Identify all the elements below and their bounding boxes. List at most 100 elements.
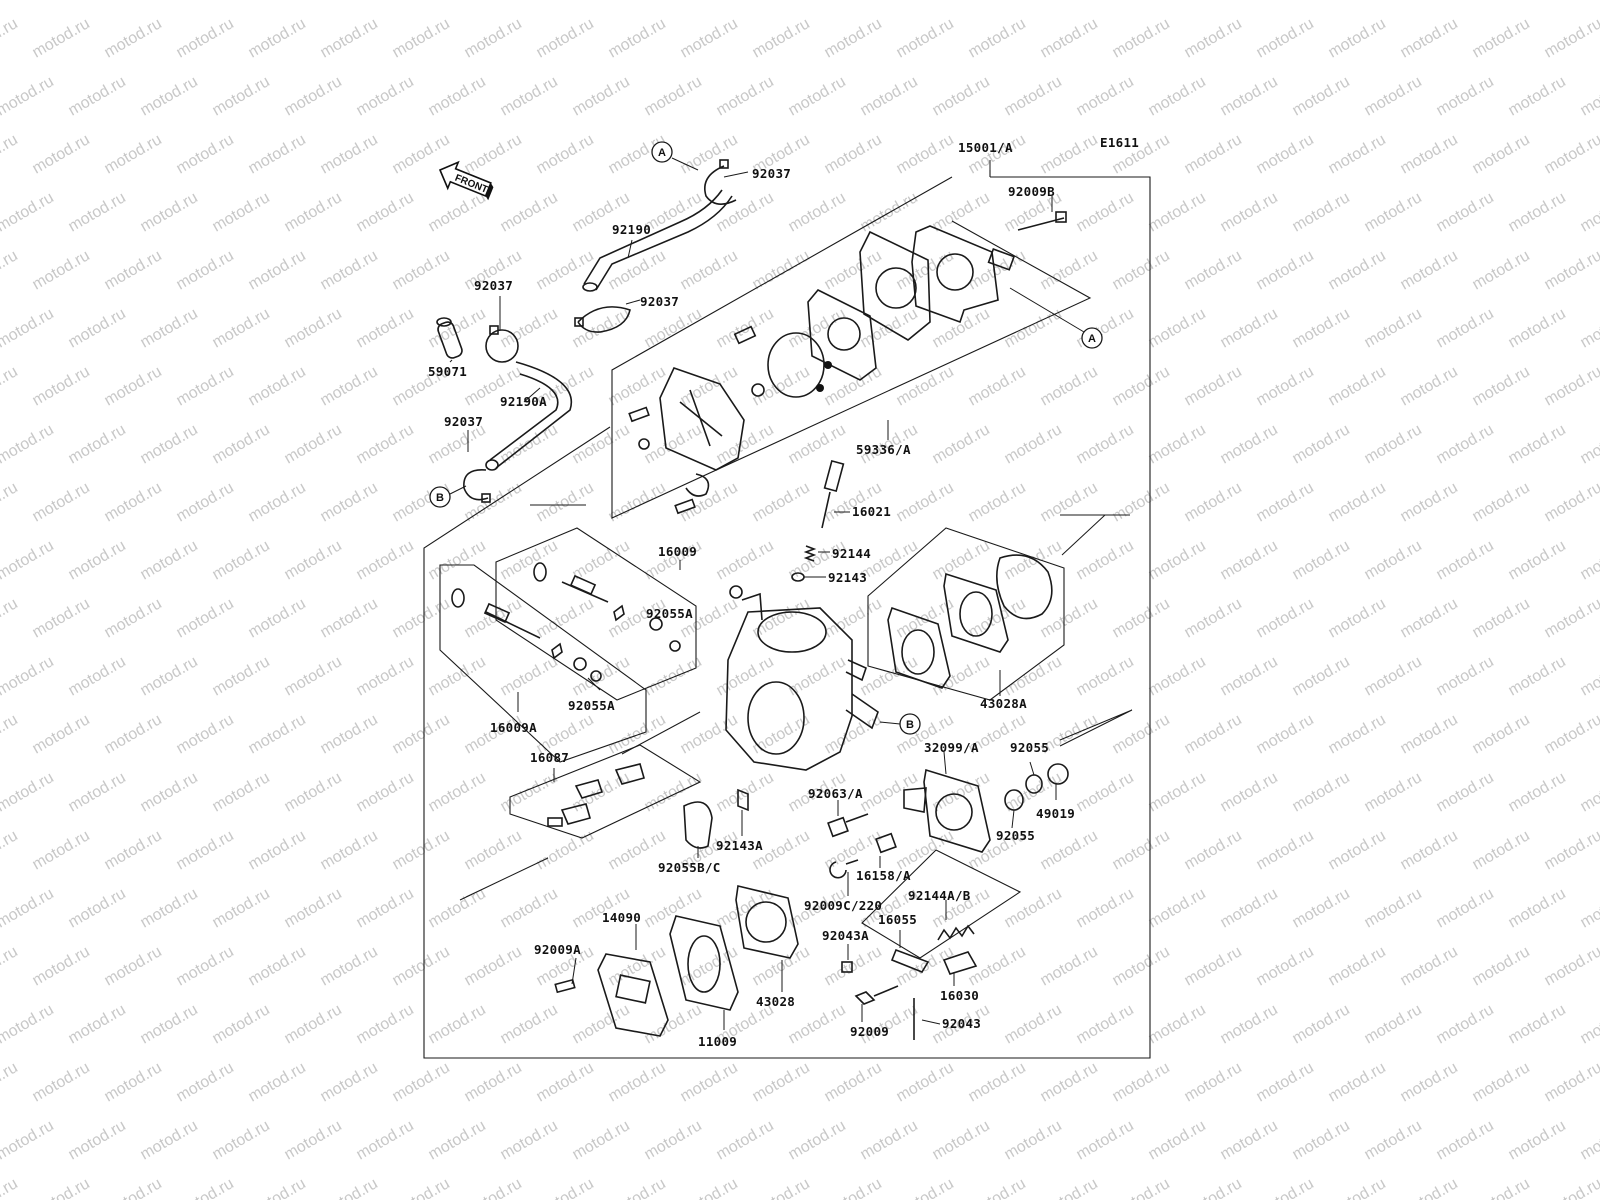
part-label-16009: 16009 bbox=[658, 544, 697, 559]
watermark-text: motod.ru bbox=[750, 363, 813, 409]
watermark-text: motod.ru bbox=[534, 479, 597, 525]
watermark-text: motod.ru bbox=[1434, 653, 1497, 699]
watermark-text: motod.ru bbox=[498, 189, 561, 235]
watermark-text: motod.ru bbox=[1146, 1117, 1209, 1163]
watermark-text: motod.ru bbox=[894, 15, 957, 61]
watermark-text: motod.ru bbox=[1182, 827, 1245, 873]
watermark-text: motod.ru bbox=[498, 537, 561, 583]
watermark-text: motod.ru bbox=[966, 595, 1029, 641]
watermark-text: motod.ru bbox=[30, 1059, 93, 1105]
watermark-text: motod.ru bbox=[894, 363, 957, 409]
watermark-text: motod.ru bbox=[534, 595, 597, 641]
watermark-text: motod.ru bbox=[1254, 1175, 1317, 1200]
watermark-text: motod.ru bbox=[210, 0, 273, 3]
fitting-59071 bbox=[436, 317, 463, 359]
watermark-text: motod.ru bbox=[714, 1117, 777, 1163]
watermark-text: motod.ru bbox=[1398, 595, 1461, 641]
watermark-text: motod.ru bbox=[354, 1001, 417, 1047]
watermark-text: motod.ru bbox=[1218, 885, 1281, 931]
watermark-text: motod.ru bbox=[174, 247, 237, 293]
watermark-text: motod.ru bbox=[30, 711, 93, 757]
watermark-text: motod.ru bbox=[1398, 247, 1461, 293]
watermark-text: motod.ru bbox=[426, 1001, 489, 1047]
watermark-text: motod.ru bbox=[1146, 1001, 1209, 1047]
watermark-text: motod.ru bbox=[318, 827, 381, 873]
watermark-text: motod.ru bbox=[282, 769, 345, 815]
watermark-text: motod.ru bbox=[678, 1175, 741, 1200]
part-label-92043: 92043 bbox=[942, 1016, 981, 1031]
watermark-text: motod.ru bbox=[1434, 537, 1497, 583]
callout-B-left-label: B bbox=[436, 492, 444, 504]
watermark-text: motod.ru bbox=[282, 1001, 345, 1047]
watermark-text: motod.ru bbox=[1542, 479, 1600, 525]
watermark-text: motod.ru bbox=[642, 1001, 705, 1047]
watermark-text: motod.ru bbox=[102, 827, 165, 873]
watermark-text: motod.ru bbox=[606, 943, 669, 989]
watermark-text: motod.ru bbox=[894, 827, 957, 873]
watermark-text: motod.ru bbox=[30, 131, 93, 177]
watermark-text: motod.ru bbox=[354, 653, 417, 699]
watermark-text: motod.ru bbox=[678, 131, 741, 177]
watermark-text: motod.ru bbox=[282, 189, 345, 235]
watermark-text: motod.ru bbox=[1290, 1117, 1353, 1163]
watermark-text: motod.ru bbox=[66, 769, 129, 815]
watermark-text: motod.ru bbox=[1542, 943, 1600, 989]
part-label-59336-A: 59336/A bbox=[856, 442, 911, 457]
watermark-text: motod.ru bbox=[1290, 653, 1353, 699]
watermark-text: motod.ru bbox=[1038, 363, 1101, 409]
cover-92055BC bbox=[683, 801, 713, 849]
watermark-text: motod.ru bbox=[714, 305, 777, 351]
watermark-text: motod.ru bbox=[786, 1117, 849, 1163]
watermark-text: motod.ru bbox=[462, 131, 525, 177]
part-label-92037-left: 92037 bbox=[474, 278, 513, 293]
watermark-text: motod.ru bbox=[0, 653, 57, 699]
watermark-text: motod.ru bbox=[714, 885, 777, 931]
watermark-text: motod.ru bbox=[210, 1117, 273, 1163]
part-label-92055-right: 92055 bbox=[1010, 740, 1049, 755]
watermark-text: motod.ru bbox=[1110, 1175, 1173, 1200]
watermark-text: motod.ru bbox=[1110, 247, 1173, 293]
watermark-text: motod.ru bbox=[894, 1059, 957, 1105]
watermark-text: motod.ru bbox=[102, 943, 165, 989]
watermark-text: motod.ru bbox=[1398, 15, 1461, 61]
watermark-text: motod.ru bbox=[210, 537, 273, 583]
watermark-text: motod.ru bbox=[1074, 653, 1137, 699]
watermark-text: motod.ru bbox=[858, 653, 921, 699]
part-label-92055A-low: 92055A bbox=[568, 698, 615, 713]
watermark-text: motod.ru bbox=[66, 305, 129, 351]
callout-B-right-label: B bbox=[906, 719, 914, 731]
watermark-text: motod.ru bbox=[1218, 0, 1281, 3]
watermark-text: motod.ru bbox=[462, 1175, 525, 1200]
ring-92043A bbox=[841, 961, 853, 973]
watermark-text: motod.ru bbox=[894, 247, 957, 293]
watermark-text: motod.ru bbox=[426, 305, 489, 351]
watermark-text: motod.ru bbox=[0, 421, 57, 467]
gasket-43028A-2 bbox=[943, 572, 1009, 653]
watermark-text: motod.ru bbox=[1002, 1117, 1065, 1163]
watermark-text: motod.ru bbox=[534, 1175, 597, 1200]
watermark-text: motod.ru bbox=[66, 537, 129, 583]
watermark-text: motod.ru bbox=[462, 1059, 525, 1105]
watermark-text: motod.ru bbox=[0, 131, 21, 177]
watermark-text: motod.ru bbox=[1218, 421, 1281, 467]
watermark-text: motod.ru bbox=[822, 131, 885, 177]
watermark-text: motod.ru bbox=[318, 247, 381, 293]
watermark-text: motod.ru bbox=[1254, 943, 1317, 989]
watermark-text: motod.ru bbox=[102, 131, 165, 177]
watermark-text: motod.ru bbox=[534, 15, 597, 61]
watermark-text: motod.ru bbox=[354, 73, 417, 119]
watermark-text: motod.ru bbox=[390, 15, 453, 61]
watermark-text: motod.ru bbox=[1326, 15, 1389, 61]
watermark-text: motod.ru bbox=[858, 1117, 921, 1163]
watermark-text: motod.ru bbox=[0, 0, 57, 3]
watermark-text: motod.ru bbox=[714, 421, 777, 467]
watermark-text: motod.ru bbox=[282, 0, 345, 3]
watermark-text: motod.ru bbox=[534, 131, 597, 177]
watermark-text: motod.ru bbox=[0, 1059, 21, 1105]
watermark-text: motod.ru bbox=[1470, 943, 1533, 989]
watermark-text: motod.ru bbox=[1074, 1117, 1137, 1163]
watermark-text: motod.ru bbox=[750, 1059, 813, 1105]
callout-A-top: A bbox=[651, 141, 699, 171]
